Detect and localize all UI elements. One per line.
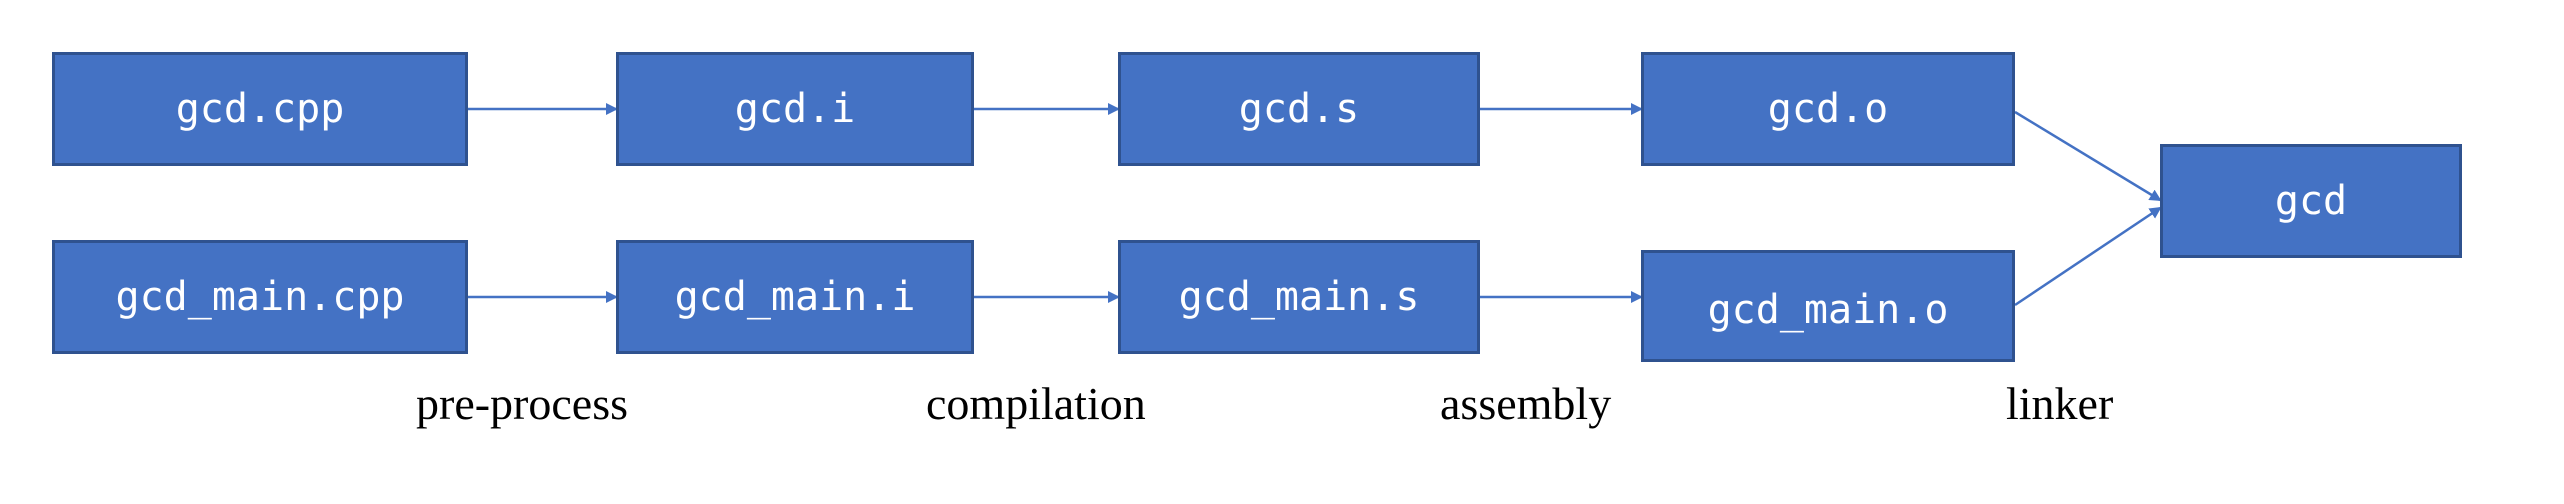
gcd-main-s-box: gcd_main.s [1118,240,1480,354]
stage-label-assembly: assembly [1440,378,1612,429]
gcd-i-box: gcd.i [616,52,974,166]
stage-label-compilation: compilation [926,378,1146,429]
gcd-main-i-box: gcd_main.i [616,240,974,354]
gcd-cpp-box: gcd.cpp [52,52,468,166]
gcd-s-box: gcd.s [1118,52,1480,166]
arrow-gcd-o-to-gcd [2014,110,2162,202]
stage-label-preprocess: pre-process [416,378,629,429]
gcd-executable-box: gcd [2160,144,2462,258]
gcd-o-box: gcd.o [1641,52,2015,166]
stage-label-linker: linker [2006,378,2114,429]
gcd-main-cpp-box: gcd_main.cpp [52,240,468,354]
gcd-main-o-box: gcd_main.o [1641,250,2015,362]
arrow-gcd-main-o-to-gcd [2014,206,2162,307]
